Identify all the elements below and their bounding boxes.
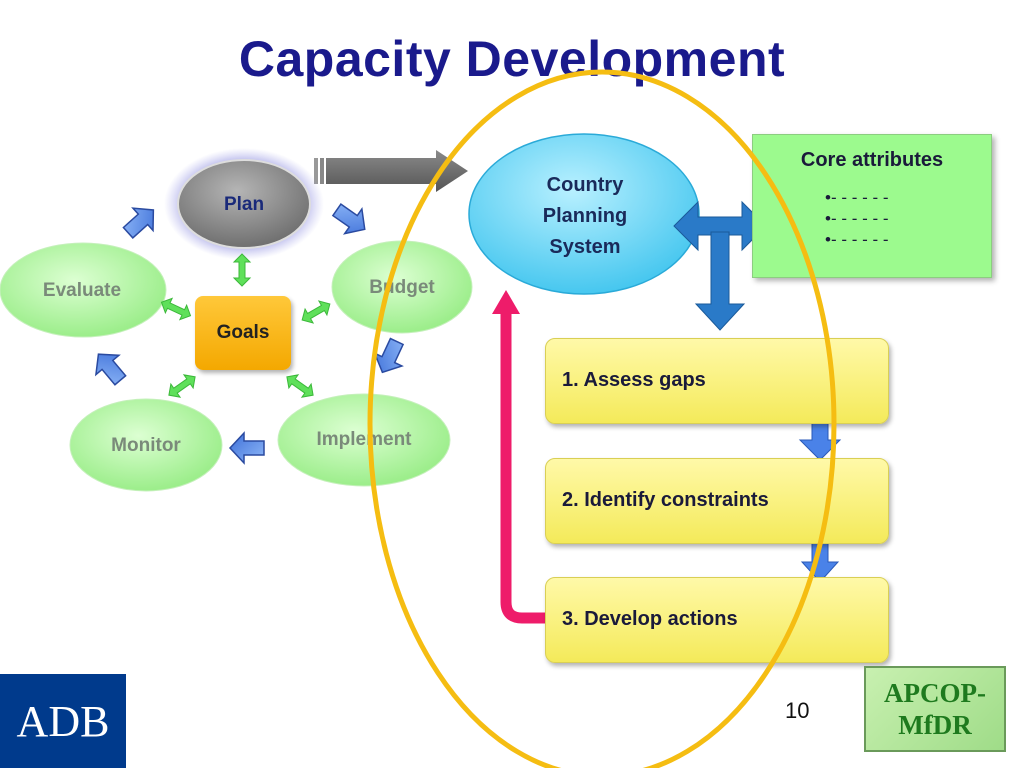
- adb-logo: ADB: [0, 674, 126, 768]
- core-attribute-item: - - - - - -: [825, 187, 889, 208]
- cps-label-line2: Planning: [542, 205, 628, 227]
- core-attributes-list: - - - - - - - - - - - - - - - - - -: [825, 187, 889, 250]
- plan-label: Plan: [223, 194, 265, 215]
- goals-implement-double-arrow: [286, 374, 314, 398]
- implement-to-monitor-arrow: [228, 431, 265, 465]
- feedback-arrow: [492, 290, 545, 624]
- cps-label: Country Planning System: [480, 170, 690, 263]
- budget-label: Budget: [369, 277, 435, 298]
- plan-ellipse: [177, 159, 311, 249]
- cps-steps-down-arrow: [694, 231, 746, 331]
- goals-plan-double-arrow: [232, 253, 252, 287]
- step-identify-constraints: 2. Identify constraints: [545, 458, 889, 544]
- goals-evaluate-double-arrow: [160, 297, 192, 321]
- page-number: 10: [785, 698, 810, 723]
- apcop-logo-line2: MfDR: [898, 710, 972, 740]
- monitor-ellipse: [69, 398, 223, 492]
- goals-box: Goals: [195, 296, 291, 370]
- step-label: 2. Identify constraints: [562, 489, 769, 511]
- step-develop-actions: 3. Develop actions: [545, 577, 889, 663]
- monitor-to-evaluate-arrow: [94, 353, 127, 386]
- adb-logo-text: ADB: [16, 696, 110, 746]
- goals-label: Goals: [216, 322, 270, 343]
- core-attributes-box: Core attributes - - - - - - - - - - - - …: [752, 134, 992, 278]
- budget-to-implement-arrow: [373, 337, 405, 374]
- evaluate-label: Evaluate: [42, 280, 122, 301]
- step-label: 3. Develop actions: [562, 608, 738, 630]
- evaluate-ellipse: [0, 242, 167, 338]
- monitor-label: Monitor: [111, 435, 181, 456]
- plan-to-cps-arrow: [314, 150, 468, 192]
- implement-label: Implement: [316, 429, 412, 450]
- cps-label-line1: Country: [546, 174, 624, 196]
- goals-budget-double-arrow: [301, 300, 331, 324]
- plan-to-budget-arrow: [331, 203, 366, 235]
- core-attribute-item: - - - - - -: [825, 208, 889, 229]
- apcop-logo-line1: APCOP-: [884, 678, 986, 708]
- core-attributes-title: Core attributes: [800, 149, 944, 171]
- apcop-logo: APCOP- MfDR: [864, 666, 1006, 752]
- step-label: 1. Assess gaps: [562, 369, 706, 391]
- evaluate-to-plan-arrow: [122, 207, 155, 239]
- core-attribute-item: - - - - - -: [825, 229, 889, 250]
- cps-label-line3: System: [549, 236, 621, 258]
- goals-monitor-double-arrow: [168, 374, 196, 398]
- step-assess-gaps: 1. Assess gaps: [545, 338, 889, 424]
